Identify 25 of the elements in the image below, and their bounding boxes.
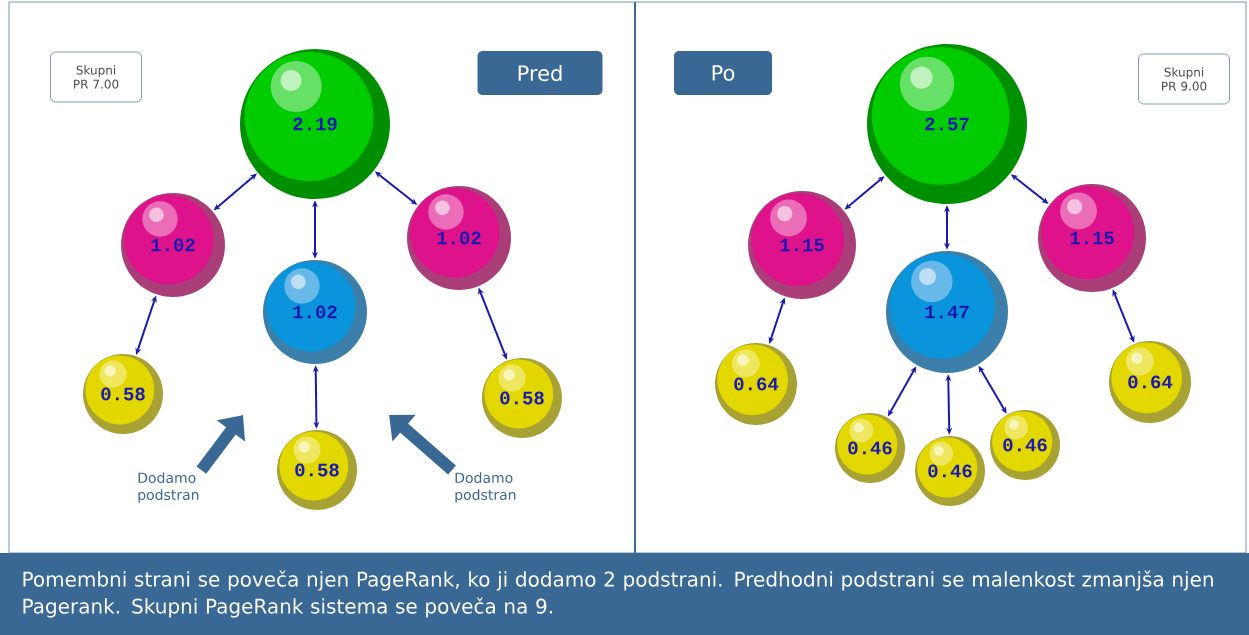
tag-box: Po xyxy=(674,51,772,95)
caption: Pomembni strani se poveča njen PageRank, ko ji dodamo 2 podstrani. Predhodni podstrani se malenkost zmanjša njen Pagerank. Skupni PageRank sistema se poveča na 9. xyxy=(23,570,1213,618)
page-sphere: 1.47 xyxy=(886,251,1008,373)
page-sphere: 0.46 xyxy=(835,413,905,483)
page-sphere: 1.15 xyxy=(748,191,856,299)
note-text: Dodamo podstran xyxy=(455,472,516,503)
page-sphere: 0.58 xyxy=(83,354,163,434)
note-text: Dodamo podstran xyxy=(138,472,199,503)
page-sphere: 0.64 xyxy=(715,343,797,425)
page-sphere: 2.57 xyxy=(867,44,1027,204)
tag-box: Pred xyxy=(477,51,603,95)
page-sphere: 1.02 xyxy=(407,186,511,290)
page-sphere: 0.64 xyxy=(1109,341,1191,423)
page-sphere: 0.46 xyxy=(915,436,985,506)
page-sphere: 0.58 xyxy=(277,430,357,510)
page-sphere: 0.46 xyxy=(990,410,1060,480)
block-arrow xyxy=(389,414,456,475)
page-sphere: 1.02 xyxy=(121,193,225,297)
total-box: Skupni PR 9.00 xyxy=(1138,53,1230,105)
page-sphere: 0.58 xyxy=(482,358,562,438)
page-sphere: 1.15 xyxy=(1038,184,1146,292)
page-sphere: 2.19 xyxy=(240,49,390,199)
page-sphere: 1.02 xyxy=(263,260,367,364)
total-box: Skupni PR 7.00 xyxy=(50,51,142,103)
arrow xyxy=(844,176,885,210)
